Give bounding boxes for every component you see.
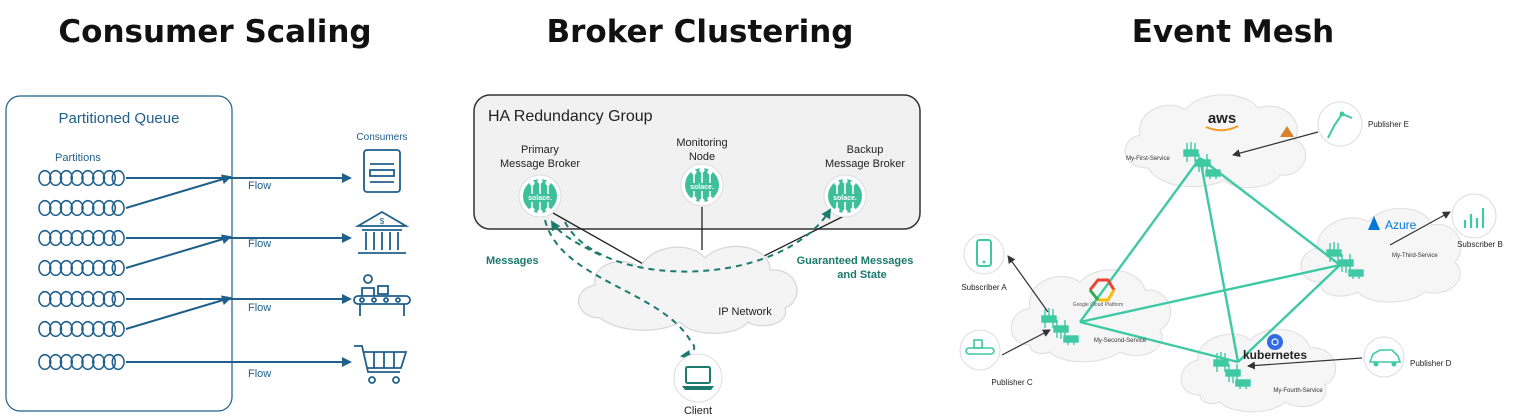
server-icon bbox=[363, 149, 401, 193]
kubernetes-icon bbox=[1267, 334, 1283, 350]
service-label: My-Fourth-Service bbox=[1273, 388, 1323, 394]
subscriber-a-label: Subscriber A bbox=[961, 283, 1007, 292]
broker-clustering-panel: HA Redundancy Group Primary Message Brok… bbox=[473, 94, 921, 417]
laptop-icon bbox=[673, 353, 723, 403]
client-label: Client bbox=[684, 405, 712, 417]
flow-arrow bbox=[125, 234, 232, 269]
consumer-scaling-title: Consumer Scaling bbox=[58, 14, 372, 50]
gcp-label: Google Cloud Platform bbox=[1073, 302, 1124, 308]
flow-label: Flow bbox=[248, 180, 271, 192]
triangle-icon bbox=[1280, 126, 1294, 137]
flow-arrow bbox=[125, 295, 232, 330]
ip-network-cloud bbox=[577, 245, 798, 334]
mesh-link bbox=[1199, 157, 1341, 266]
aws-logo: aws bbox=[1208, 110, 1236, 127]
partitions-label: Partitions bbox=[55, 152, 101, 164]
azure-cloud bbox=[1300, 208, 1462, 303]
flow-label: Flow bbox=[248, 238, 271, 250]
gcp-cloud bbox=[1010, 269, 1172, 363]
partitioned-queue-box bbox=[5, 95, 233, 412]
solace-logo-text: solace. bbox=[690, 184, 714, 191]
service-label: My-First-Service bbox=[1126, 156, 1170, 162]
flow-label: Flow bbox=[248, 302, 271, 314]
solace-logo-text: solace. bbox=[833, 195, 857, 202]
bank-icon: $ bbox=[354, 210, 410, 254]
event-mesh-panel: aws My-First-Service Azure My-Third-Serv… bbox=[959, 94, 1503, 413]
service-label: My-Third-Service bbox=[1392, 253, 1438, 259]
subscribe-arrow bbox=[1389, 211, 1451, 246]
aws-smile-icon bbox=[1205, 125, 1239, 132]
publish-arrow bbox=[1232, 131, 1319, 158]
flow-arrow bbox=[125, 174, 232, 209]
ha-group-label: HA Redundancy Group bbox=[488, 108, 653, 125]
analytics-icon bbox=[1451, 193, 1497, 239]
svg-text:$: $ bbox=[380, 217, 385, 226]
mobile-phone-icon bbox=[963, 233, 1005, 275]
solace-logo-text: solace. bbox=[528, 195, 552, 202]
connection-line bbox=[759, 212, 851, 259]
mesh-link bbox=[1198, 157, 1240, 363]
kubernetes-logo: kubernetes bbox=[1243, 348, 1307, 362]
service-label: My-Second-Service bbox=[1094, 338, 1147, 344]
gcp-logo-icon bbox=[1088, 278, 1116, 302]
primary-broker-label-2: Message Broker bbox=[500, 158, 580, 170]
ha-redundancy-group-box bbox=[473, 94, 921, 230]
subscriber-b-label: Subscriber B bbox=[1457, 240, 1503, 249]
monitoring-node-label-1: Monitoring bbox=[676, 137, 727, 149]
azure-icon bbox=[1368, 216, 1380, 230]
event-mesh-title: Event Mesh bbox=[1131, 14, 1335, 50]
broker-clustering-title: Broker Clustering bbox=[546, 14, 854, 50]
mesh-link bbox=[1079, 320, 1239, 364]
backup-broker-label-2: Message Broker bbox=[825, 158, 905, 170]
consumers-label: Consumers bbox=[356, 132, 407, 143]
mesh-link bbox=[1079, 157, 1201, 323]
messages-label: Messages bbox=[486, 255, 539, 267]
connection-line bbox=[552, 212, 646, 266]
kubernetes-cloud bbox=[1180, 328, 1337, 413]
monitoring-node-label-2: Node bbox=[689, 151, 715, 163]
publish-arrow bbox=[1247, 357, 1363, 370]
aws-cloud bbox=[1124, 94, 1307, 189]
primary-broker-label-1: Primary bbox=[521, 144, 559, 156]
publish-arrow bbox=[1001, 329, 1051, 356]
subscribe-arrow bbox=[1007, 255, 1049, 313]
queue-label: Partitioned Queue bbox=[59, 110, 180, 127]
conveyor-worker-icon bbox=[353, 274, 411, 316]
return-dashed-arrow bbox=[550, 220, 601, 256]
mesh-link bbox=[1237, 264, 1341, 363]
publisher-c-label: Publisher C bbox=[991, 378, 1033, 387]
flow-label: Flow bbox=[248, 368, 271, 380]
publisher-d-label: Publisher D bbox=[1410, 359, 1452, 368]
robot-arm-icon bbox=[1317, 101, 1363, 147]
guaranteed-label-2: and State bbox=[837, 269, 887, 281]
publisher-e-label: Publisher E bbox=[1368, 120, 1409, 129]
azure-logo: Azure bbox=[1385, 218, 1417, 232]
guaranteed-label-1: Guaranteed Messages bbox=[797, 255, 914, 267]
shopping-cart-icon bbox=[354, 345, 408, 384]
backup-broker-label-1: Backup bbox=[847, 144, 884, 156]
ip-network-label: IP Network bbox=[718, 306, 772, 318]
car-icon bbox=[1363, 336, 1405, 378]
mesh-link bbox=[1079, 263, 1341, 324]
consumer-scaling-panel: Partitioned Queue Partitions Consumers F… bbox=[5, 95, 411, 412]
conveyor-icon bbox=[959, 329, 1001, 371]
